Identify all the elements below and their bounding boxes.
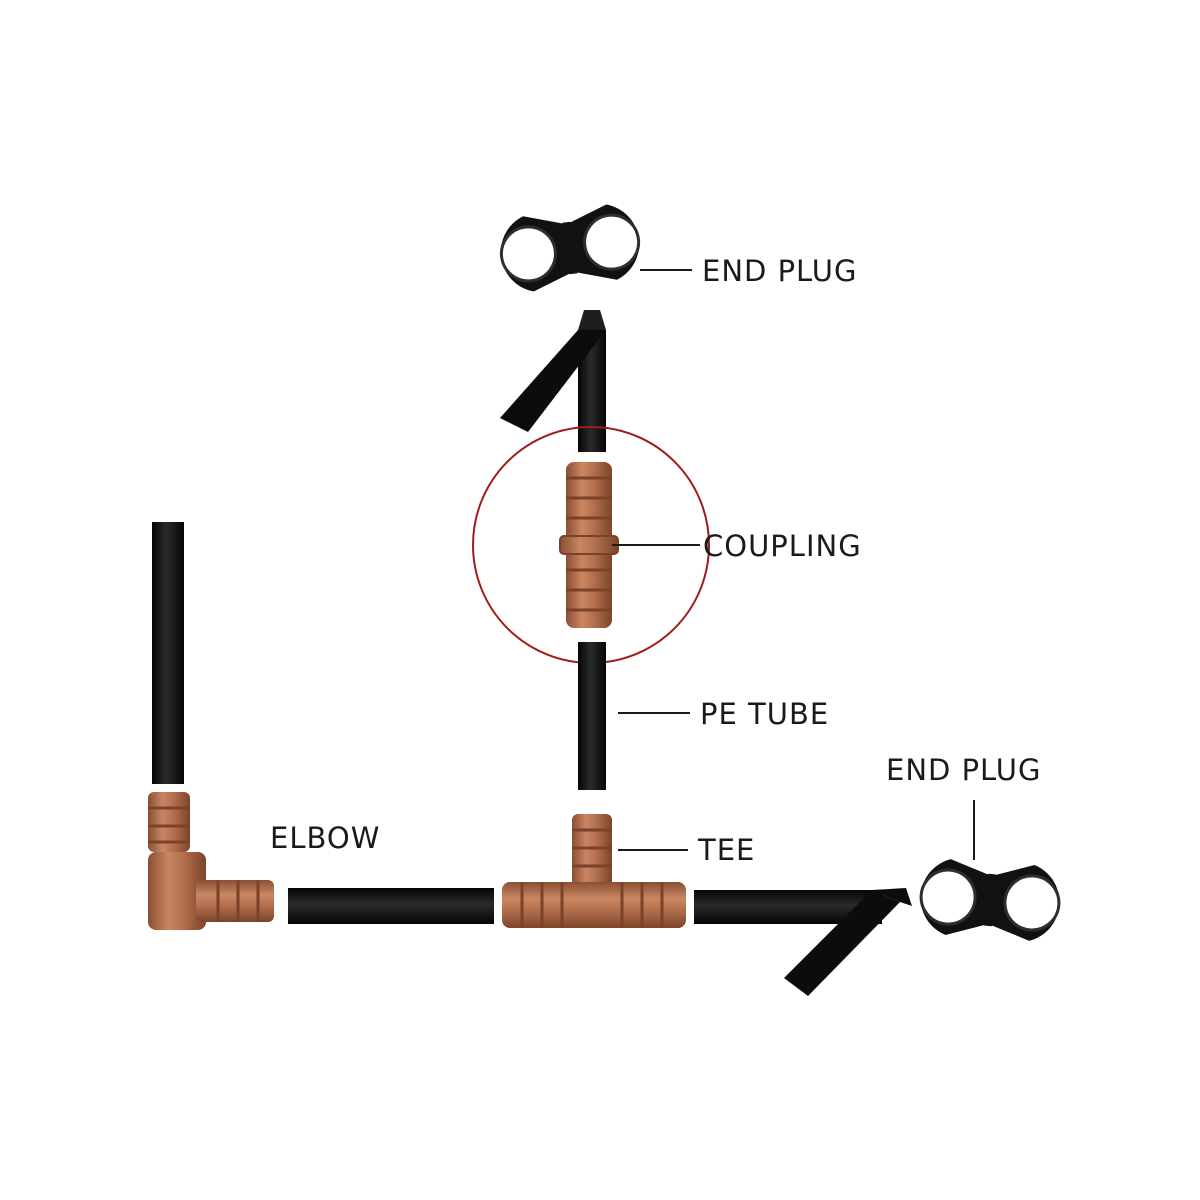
- pe-tube-horizontal-left: [288, 888, 494, 924]
- pe-tube-right-section: [694, 888, 912, 996]
- label-tee: TEE: [698, 833, 756, 867]
- pe-tube-top-section: [500, 310, 606, 452]
- label-pe-tube: PE TUBE: [700, 697, 830, 731]
- tee-icon: [502, 814, 686, 928]
- pe-tube-vertical: [578, 642, 606, 790]
- label-coupling: COUPLING: [703, 529, 862, 563]
- end-plug-top-icon: [499, 204, 641, 292]
- end-plug-right-icon: [919, 859, 1061, 941]
- elbow-icon: [148, 792, 274, 930]
- coupling-icon: [559, 462, 619, 628]
- label-end-plug-top: END PLUG: [702, 254, 858, 288]
- pe-tube-left-vertical: [152, 522, 184, 784]
- label-end-plug-right: END PLUG: [886, 753, 1042, 787]
- label-elbow: ELBOW: [270, 821, 381, 855]
